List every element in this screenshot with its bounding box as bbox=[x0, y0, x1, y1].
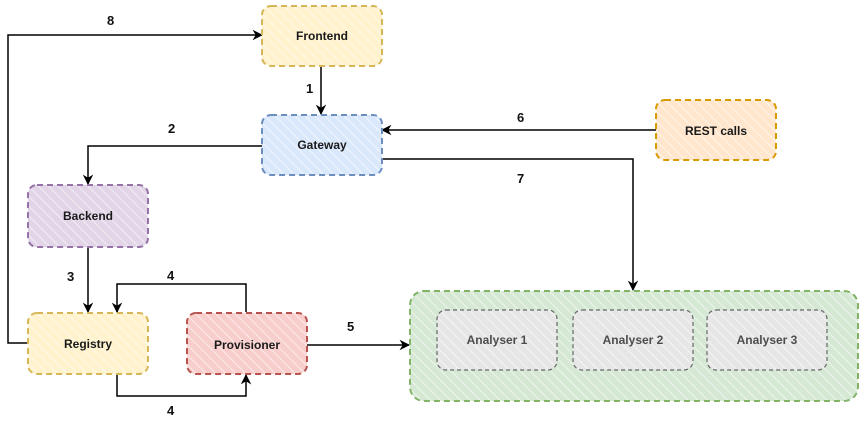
analyser-2-node[interactable]: Analyser 2 bbox=[572, 309, 694, 371]
provisioner-label: Provisioner bbox=[214, 338, 280, 352]
edge-gateway-backend bbox=[82, 145, 262, 186]
edge-provisioner-registry bbox=[111, 283, 247, 314]
provisioner-border bbox=[186, 312, 308, 375]
provisioner-node[interactable]: Provisioner bbox=[186, 312, 308, 375]
edges bbox=[7, 29, 656, 397]
backend-border bbox=[27, 184, 149, 248]
edge-labels: 1 2 3 4 4 5 6 7 8 bbox=[67, 13, 524, 418]
edge-label-4-top: 4 bbox=[167, 268, 175, 283]
registry-hatch bbox=[28, 313, 148, 374]
frontend-node[interactable]: Frontend bbox=[261, 5, 383, 67]
edge-label-2: 2 bbox=[168, 121, 175, 136]
edge-label-6: 6 bbox=[517, 110, 524, 125]
registry-node[interactable]: Registry bbox=[27, 312, 149, 375]
edge-gateway-analysers bbox=[382, 158, 639, 292]
edge-label-3: 3 bbox=[67, 269, 74, 284]
edge-registry-frontend bbox=[7, 29, 264, 344]
analyser-group-border bbox=[409, 290, 859, 402]
analyser-3-node[interactable]: Analyser 3 bbox=[706, 309, 828, 371]
analyser-group[interactable]: Analyser 1 Analyser 2 Analyser 3 bbox=[409, 290, 859, 402]
edge-label-7: 7 bbox=[517, 171, 524, 186]
analyser-2-border bbox=[572, 309, 694, 371]
gateway-border bbox=[261, 114, 383, 176]
backend-node[interactable]: Backend bbox=[27, 184, 149, 248]
frontend-label: Frontend bbox=[296, 29, 348, 43]
provisioner-hatch bbox=[187, 313, 307, 374]
analyser-3-hatch bbox=[707, 310, 827, 370]
rest-calls-node[interactable]: REST calls bbox=[655, 99, 777, 161]
backend-label: Backend bbox=[63, 209, 113, 223]
registry-label: Registry bbox=[64, 337, 112, 351]
rest-calls-border bbox=[655, 99, 777, 161]
analyser-2-label: Analyser 2 bbox=[603, 333, 664, 347]
rest-calls-hatch bbox=[656, 100, 776, 160]
analyser-1-hatch bbox=[437, 310, 557, 370]
edge-label-8: 8 bbox=[107, 13, 114, 28]
backend-hatch bbox=[28, 185, 148, 247]
gateway-label: Gateway bbox=[297, 138, 347, 152]
frontend-border bbox=[261, 5, 383, 67]
edge-label-1: 1 bbox=[306, 81, 313, 96]
analyser-3-border bbox=[706, 309, 828, 371]
frontend-hatch bbox=[262, 6, 382, 66]
edge-label-4-bottom: 4 bbox=[167, 403, 175, 418]
edge-label-5: 5 bbox=[347, 319, 354, 334]
rest-calls-label: REST calls bbox=[685, 124, 747, 138]
gateway-hatch bbox=[262, 115, 382, 175]
analyser-1-label: Analyser 1 bbox=[467, 333, 528, 347]
analyser-2-hatch bbox=[573, 310, 693, 370]
analyser-1-node[interactable]: Analyser 1 bbox=[436, 309, 558, 371]
analyser-3-label: Analyser 3 bbox=[737, 333, 798, 347]
registry-border bbox=[27, 312, 149, 375]
edge-registry-provisioner bbox=[116, 373, 252, 397]
analyser-1-border bbox=[436, 309, 558, 371]
gateway-node[interactable]: Gateway bbox=[261, 114, 383, 176]
